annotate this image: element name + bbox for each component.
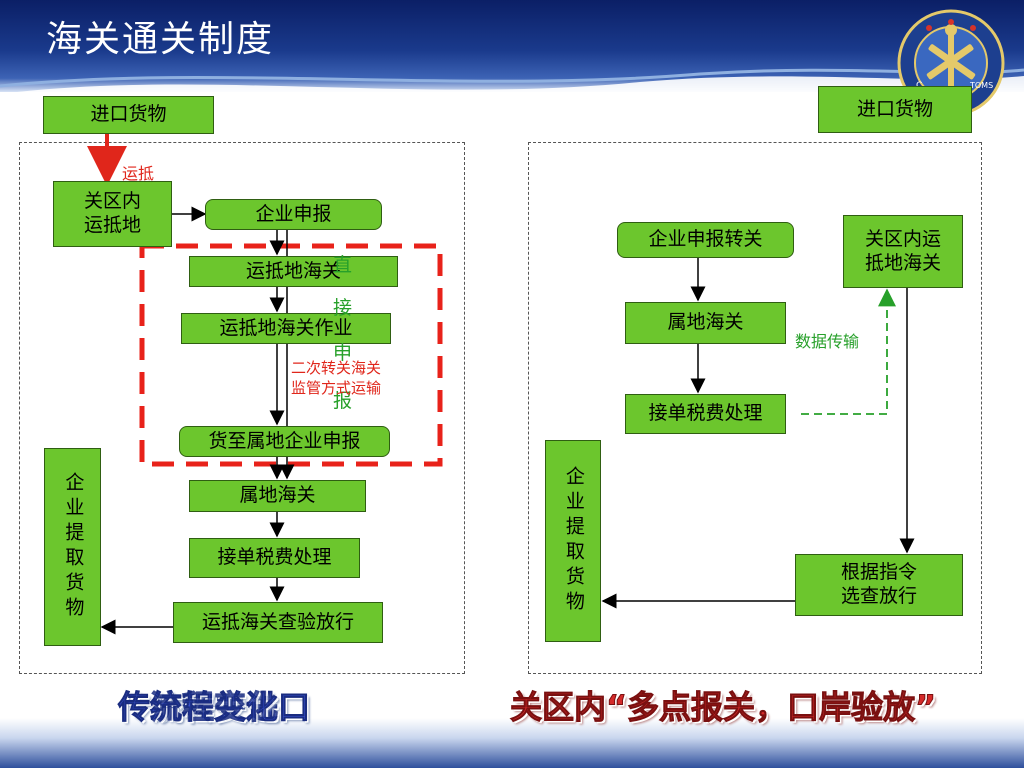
right-pickup-label: 企业提取货物 — [562, 466, 585, 616]
slide-title: 海关通关制度 — [46, 19, 275, 60]
caption-right: 关区内“多点报关，口岸验放” — [509, 688, 937, 727]
inner-customs-box: 关区内运 抵地海关 — [843, 215, 963, 288]
declare-box: 企业申报 — [205, 199, 382, 230]
red-dashed-frame — [139, 243, 443, 467]
direct-declare-char-3: 申 — [333, 342, 353, 364]
dest-ops-box: 运抵地海关作业 — [181, 313, 391, 344]
caption-left-a: 传统转关进口 — [117, 688, 311, 727]
inner-customs-label: 关区内运 抵地海关 — [864, 227, 941, 274]
selective-release-label: 根据指令 选查放行 — [840, 561, 917, 607]
goods-arrive-box: 货至属地企业申报 — [179, 426, 390, 457]
right-start-label: 进口货物 — [856, 97, 933, 120]
arrival-label: 关区内 运抵地 — [83, 190, 141, 236]
goods-arrive-label: 货至属地企业申报 — [208, 429, 361, 452]
data-transfer-label: 数据传输 — [795, 332, 860, 351]
declare-transfer-label: 企业申报转关 — [648, 228, 763, 251]
left-pickup-box: 企业提取货物 — [44, 448, 101, 646]
dest-customs-label: 运抵地海关 — [245, 259, 341, 282]
data-transfer-arrow — [801, 288, 896, 415]
left-start-label: 进口货物 — [90, 103, 167, 126]
dest-customs-box: 运抵地海关 — [189, 256, 398, 287]
emblem-ring-text-right: TOMS — [969, 81, 993, 90]
left-local-customs-label: 属地海关 — [239, 484, 316, 507]
right-tax-label: 接单税费处理 — [648, 402, 763, 425]
dest-ops-label: 运抵地海关作业 — [219, 316, 353, 339]
right-start-box: 进口货物 — [818, 86, 972, 133]
right-tax-box: 接单税费处理 — [625, 394, 786, 434]
left-tax-box: 接单税费处理 — [189, 538, 360, 578]
direct-declare-char-4: 报 — [333, 390, 353, 412]
direct-declare-char-2: 接 — [333, 297, 353, 319]
right-local-customs-label: 属地海关 — [667, 311, 744, 334]
left-pickup-label: 企业提取货物 — [62, 472, 85, 622]
declare-transfer-box: 企业申报转关 — [617, 222, 794, 258]
left-tax-label: 接单税费处理 — [217, 546, 332, 569]
left-release-box: 运抵海关查验放行 — [173, 602, 383, 643]
left-local-customs-box: 属地海关 — [189, 480, 366, 512]
right-flow-panel — [528, 142, 982, 674]
left-release-label: 运抵海关查验放行 — [201, 610, 354, 633]
declare-label: 企业申报 — [255, 202, 332, 225]
left-flow-panel — [19, 142, 465, 674]
right-pickup-box: 企业提取货物 — [545, 440, 601, 642]
right-local-customs-box: 属地海关 — [625, 302, 786, 344]
arrival-box: 关区内 运抵地 — [53, 181, 172, 247]
secondary-transfer-note: 二次转关海关 监管方式运输 — [291, 359, 382, 398]
caption-left-b: 流程变化 — [149, 688, 279, 727]
direct-declare-char-1: 直 — [333, 254, 353, 276]
slide-footer-band — [0, 718, 1024, 768]
slide-header — [0, 0, 1024, 92]
left-start-box: 进口货物 — [43, 96, 214, 134]
arrive-label: 运抵 — [122, 164, 155, 183]
selective-release-box: 根据指令 选查放行 — [795, 554, 963, 616]
